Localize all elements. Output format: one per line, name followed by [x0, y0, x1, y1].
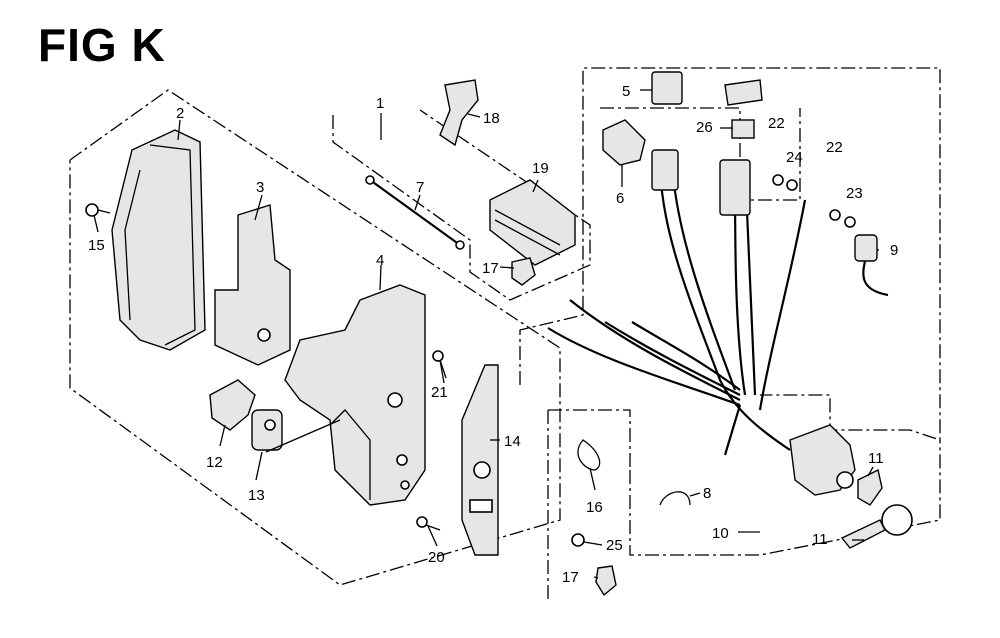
- part-6-fuse-holder: [602, 119, 646, 166]
- callout-20: 20: [428, 549, 445, 566]
- callout-10: 10: [712, 525, 729, 542]
- part-9-sensor: [854, 234, 889, 297]
- part-10-wire-harness: [547, 149, 807, 456]
- callout-11-top: 11: [868, 450, 884, 467]
- callout-8: 8: [703, 485, 711, 502]
- callout-1: 1: [376, 95, 384, 112]
- fuse-cover: [724, 79, 763, 106]
- part-24-washer: [786, 179, 798, 191]
- key-outline: [629, 440, 941, 556]
- bottom-parts-outline: [548, 409, 631, 470]
- main-panel-outline: [69, 89, 561, 586]
- part-5-relay: [651, 71, 683, 105]
- callout-4: 4: [376, 252, 384, 269]
- part-14-plate: [461, 364, 499, 556]
- part-20-screw: [416, 516, 441, 531]
- part-15-screw: [85, 203, 111, 217]
- callout-6: 6: [616, 190, 624, 207]
- part-19-box: [489, 179, 576, 266]
- key-switch: [789, 424, 856, 496]
- part-21-screw: [432, 350, 447, 379]
- callout-17-bottom: 17: [562, 569, 579, 586]
- callout-19: 19: [532, 160, 549, 177]
- callout-12: 12: [206, 454, 223, 471]
- part-26-fuse: [731, 119, 755, 139]
- part-7-cable: [365, 175, 465, 250]
- part-23-washer: [844, 216, 856, 228]
- callout-14: 14: [504, 433, 521, 450]
- callout-25: 25: [606, 537, 623, 554]
- callout-18: 18: [483, 110, 500, 127]
- callout-17-top: 17: [482, 260, 499, 277]
- callout-7: 7: [416, 179, 424, 196]
- part-16-tie: [577, 439, 601, 491]
- callout-16: 16: [586, 499, 603, 516]
- part-22-nut-left: [772, 174, 784, 186]
- callout-11-bottom: 11: [812, 531, 828, 548]
- callout-13: 13: [248, 487, 265, 504]
- callout-24: 24: [786, 149, 803, 166]
- part-22-nut-right: [829, 209, 841, 221]
- part-13-switch: [251, 409, 283, 451]
- part-17-clip-top: [511, 257, 536, 286]
- callout-15: 15: [88, 237, 105, 254]
- part-17-clip-bottom: [595, 565, 617, 597]
- part-3-bracket: [214, 204, 291, 366]
- part-25-bolt: [571, 533, 585, 547]
- callout-5: 5: [622, 83, 630, 100]
- harness-outline: [519, 67, 941, 441]
- callout-labels: 2 3 4 1 7 18 19 17 15 5 6 26 22 24 22 23…: [88, 83, 898, 586]
- callout-3: 3: [256, 179, 264, 196]
- part-11-key-top: [857, 468, 883, 506]
- callout-21: 21: [431, 384, 448, 401]
- part-11-key-bottom: [840, 504, 913, 549]
- callout-23: 23: [846, 185, 863, 202]
- callout-22-left: 22: [768, 115, 785, 132]
- callout-26: 26: [696, 119, 713, 136]
- part-4-panel: [284, 284, 426, 506]
- part-2-cover: [111, 129, 206, 351]
- callout-2: 2: [176, 105, 184, 122]
- group-outlines: [69, 67, 941, 600]
- leader-lines: [93, 89, 879, 579]
- small-parts-outline: [332, 109, 591, 301]
- callout-22-right: 22: [826, 139, 843, 156]
- part-12-switch: [209, 379, 256, 431]
- figure-title: FIG K: [38, 19, 166, 71]
- part-18-clip: [439, 79, 479, 147]
- part-8-clamp: [659, 491, 691, 506]
- callout-9: 9: [890, 242, 898, 259]
